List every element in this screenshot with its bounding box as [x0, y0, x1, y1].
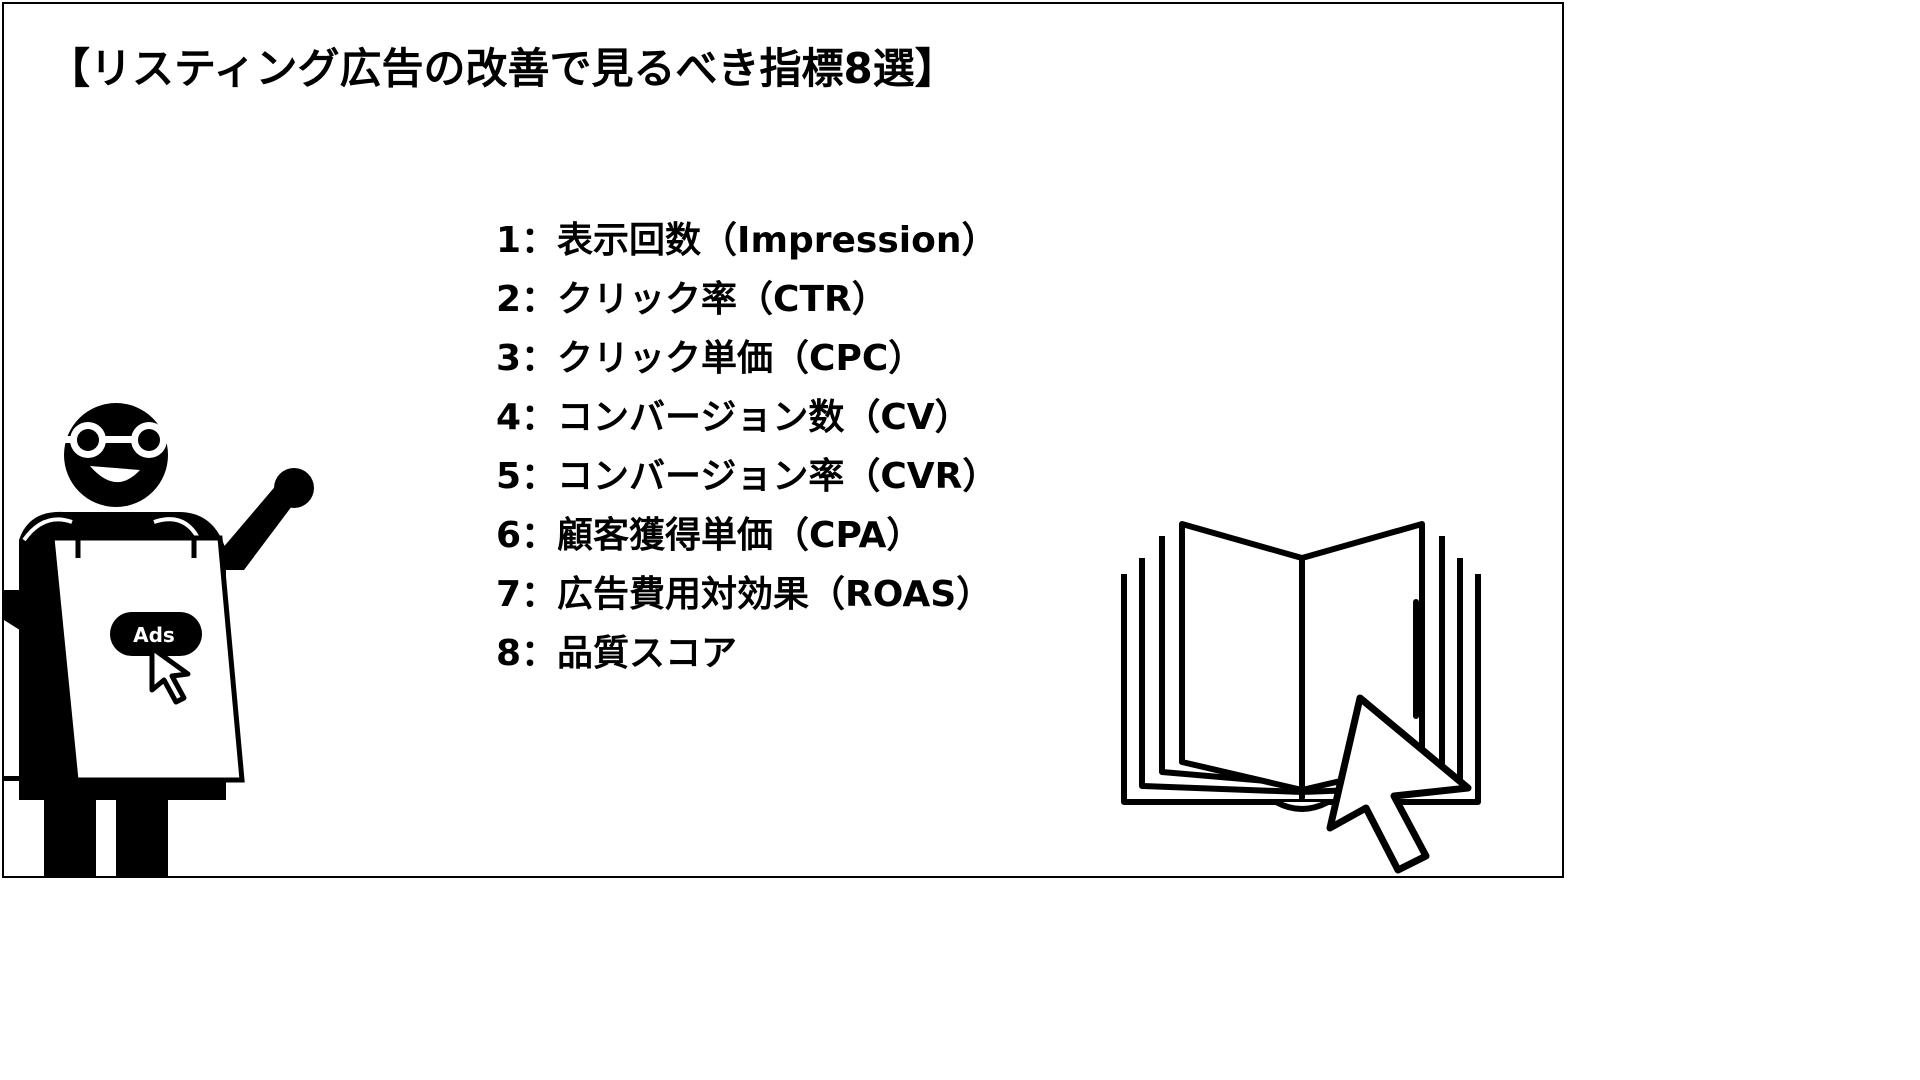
list-item: 2：クリック率（CTR）	[496, 279, 888, 320]
list-item: 5：コンバージョン率（CVR）	[496, 456, 999, 497]
list-item: 4：コンバージョン数（CV）	[496, 397, 971, 438]
mouse-pointer-icon	[1326, 694, 1472, 874]
list-item: 3：クリック単価（CPC）	[496, 338, 925, 379]
presenter-with-glasses-icon: Ads	[4, 403, 314, 876]
slide-frame: 【リスティング広告の改善で見るべき指標8選】 1：表示回数（Impression…	[2, 2, 1564, 878]
list-item: 8：品質スコア	[496, 633, 738, 674]
page-title: 【リスティング広告の改善で見るべき指標8選】	[48, 44, 957, 93]
list-item: 1：表示回数（Impression）	[496, 220, 998, 261]
metrics-list: 1：表示回数（Impression） 2：クリック率（CTR） 3：クリック単価…	[496, 216, 998, 688]
list-item: 7：広告費用対効果（ROAS）	[496, 574, 993, 615]
list-item: 6：顧客獲得単価（CPA）	[496, 515, 923, 556]
svg-text:Ads: Ads	[133, 623, 175, 647]
